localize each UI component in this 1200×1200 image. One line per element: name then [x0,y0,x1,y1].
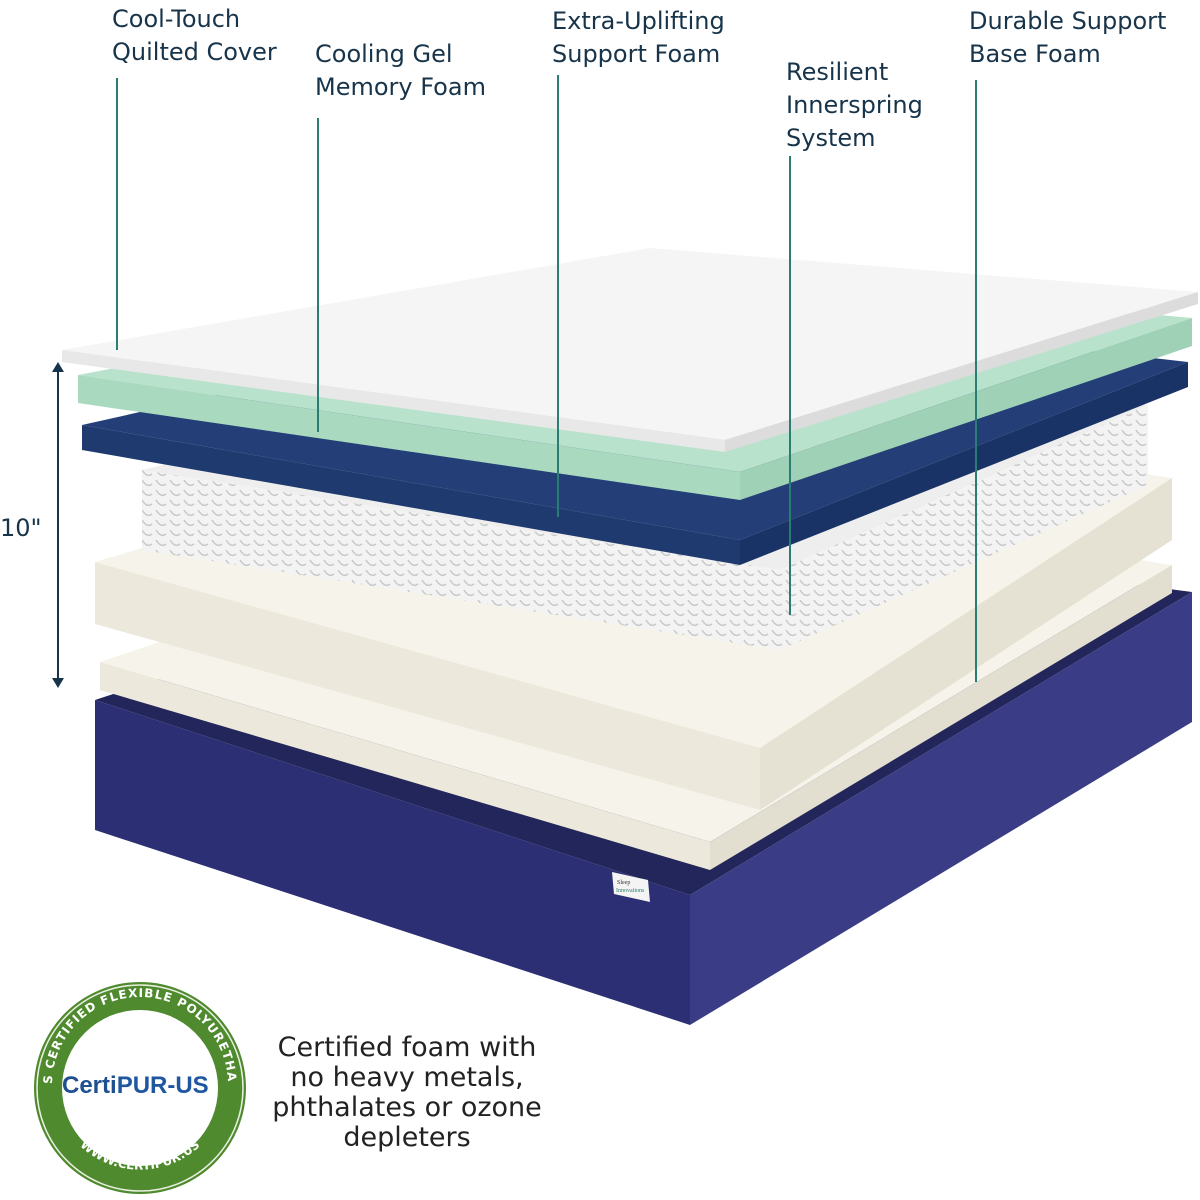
base-foam-side [760,478,1172,810]
height-label: 10" [0,514,42,542]
height-arrow [52,362,64,688]
quilted-cover-front [62,350,725,452]
support-foam-side [740,362,1188,565]
base-layer-side [690,592,1192,1025]
base-foam-2-front [100,662,710,870]
innerspring-front [142,470,780,650]
quilted-cover-side [725,292,1198,452]
base-foam-2-side [710,565,1172,870]
leader-lines [116,75,977,682]
quilted-cover-top [62,248,1198,440]
label-base-foam: Durable Support Base Foam [969,7,1167,68]
base-foam-front [95,562,760,810]
svg-text:CertiPUR-US: CertiPUR-US [62,1072,209,1099]
certification-text: Certified foam with no heavy metals, pht… [272,1032,542,1153]
label-support-foam: Extra-Uplifting Support Foam [552,7,725,68]
label-cover: Cool-Touch Quilted Cover [112,5,277,66]
label-gel-memory-foam: Cooling Gel Memory Foam [315,40,486,101]
gel-memory-foam-side [740,318,1192,500]
gel-memory-foam-front [78,375,740,500]
svg-text:Innovations: Innovations [616,888,645,894]
brand-tag: Sleep Innovations [612,872,650,902]
base-layer-front [95,700,690,1025]
support-foam-front [82,425,740,565]
innerspring-side [780,405,1148,650]
svg-text:Sleep: Sleep [617,880,630,886]
label-innerspring: Resilient Innerspring System [786,58,923,152]
